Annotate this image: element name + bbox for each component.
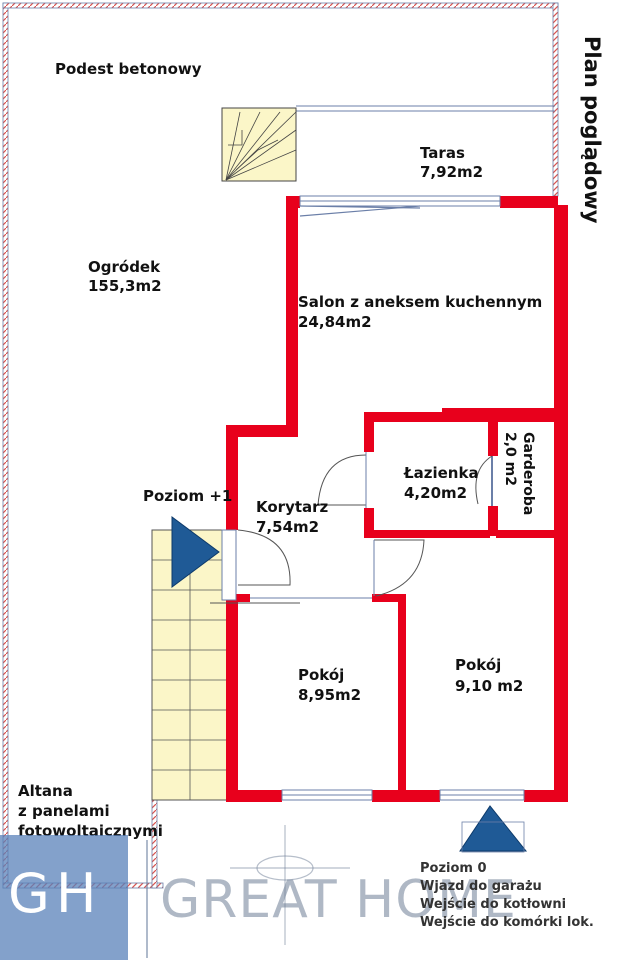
main-staircase [151,529,229,801]
label-level-up: Poziom +1 [143,487,233,505]
label-altana-line2: z panelami [18,802,110,820]
legend-line-2: Wjazd do garażu [420,879,542,894]
garage-marker [461,821,525,853]
watermark-monogram: GH [8,862,103,925]
label-garderoba-area: 2,0 m2 [502,432,518,487]
label-garderoba: Garderoba 2,0 m2 [501,432,537,515]
walls [226,196,568,802]
level-legend: Poziom 0 Wjazd do garażu Wejście do kotł… [420,860,594,932]
label-pokoj2-area: 9,10 m2 [455,677,524,695]
terrace-stair [221,107,297,182]
label-korytarz-name: Korytarz [256,498,329,516]
plan-title: Plan poglądowy [580,36,604,224]
doors [210,452,493,604]
label-ogrodek-area: 155,3m2 [88,277,162,295]
watermark-compass-icon [230,825,350,945]
label-pokoj1-area: 8,95m2 [298,686,362,704]
label-garderoba-name: Garderoba [520,432,536,516]
terrace-door [299,205,421,217]
watermark-brand: GREAT HOME [160,870,517,930]
legend-line-1: Poziom 0 [420,861,487,876]
label-podest: Podest betonowy [55,60,202,78]
watermark-divider [146,840,148,958]
label-lazienka-area: 4,20m2 [404,484,468,502]
windows [281,195,525,801]
legend-line-4: Wejście do komórki lok. [420,915,594,930]
watermark-logo-box [0,835,128,960]
terrace-rails [296,105,555,112]
label-korytarz-area: 7,54m2 [256,518,320,536]
label-altana-line1: Altana [18,782,73,800]
label-pokoj2-name: Pokój [455,656,502,674]
label-pokoj1-name: Pokój [298,666,345,684]
label-salon-area: 24,84m2 [298,313,372,331]
label-taras-area: 7,92m2 [420,163,484,181]
garage-entry-arrow-icon [459,805,528,852]
label-ogrodek-name: Ogródek [88,258,161,276]
label-taras-name: Taras [420,144,465,162]
label-lazienka-name: Łazienka [404,464,479,482]
stair-up-arrow-icon [171,516,220,588]
legend-line-3: Wejście do kotłowni [420,897,567,912]
label-salon-name: Salon z aneksem kuchennym [298,293,543,311]
